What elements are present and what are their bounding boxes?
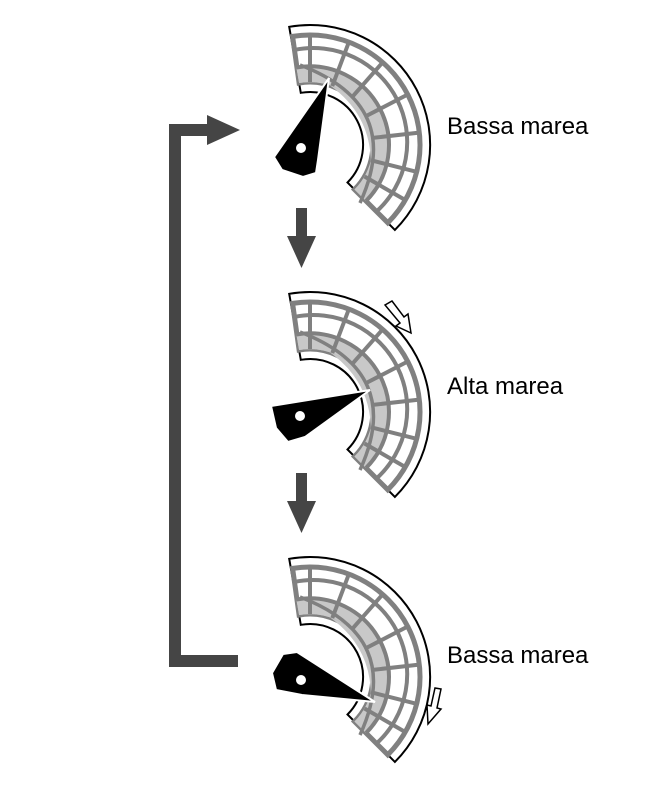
rotation-arrow-icon <box>426 687 443 726</box>
down-arrow-icon <box>287 473 316 533</box>
stage-1-gauge <box>272 25 430 230</box>
down-arrow-icon <box>287 208 316 268</box>
stage-1-label: Bassa marea <box>447 113 589 140</box>
stage-3-gauge <box>270 557 443 762</box>
stage-3-label: Bassa marea <box>447 642 589 669</box>
pointer-icon <box>272 77 330 179</box>
pointer-icon <box>270 650 376 703</box>
rotation-arrow-icon <box>383 300 412 335</box>
stage-2-label: Alta marea <box>447 373 564 400</box>
loop-back-arrow <box>169 115 240 667</box>
pointer-icon <box>269 389 371 444</box>
stage-2-gauge <box>269 292 430 497</box>
